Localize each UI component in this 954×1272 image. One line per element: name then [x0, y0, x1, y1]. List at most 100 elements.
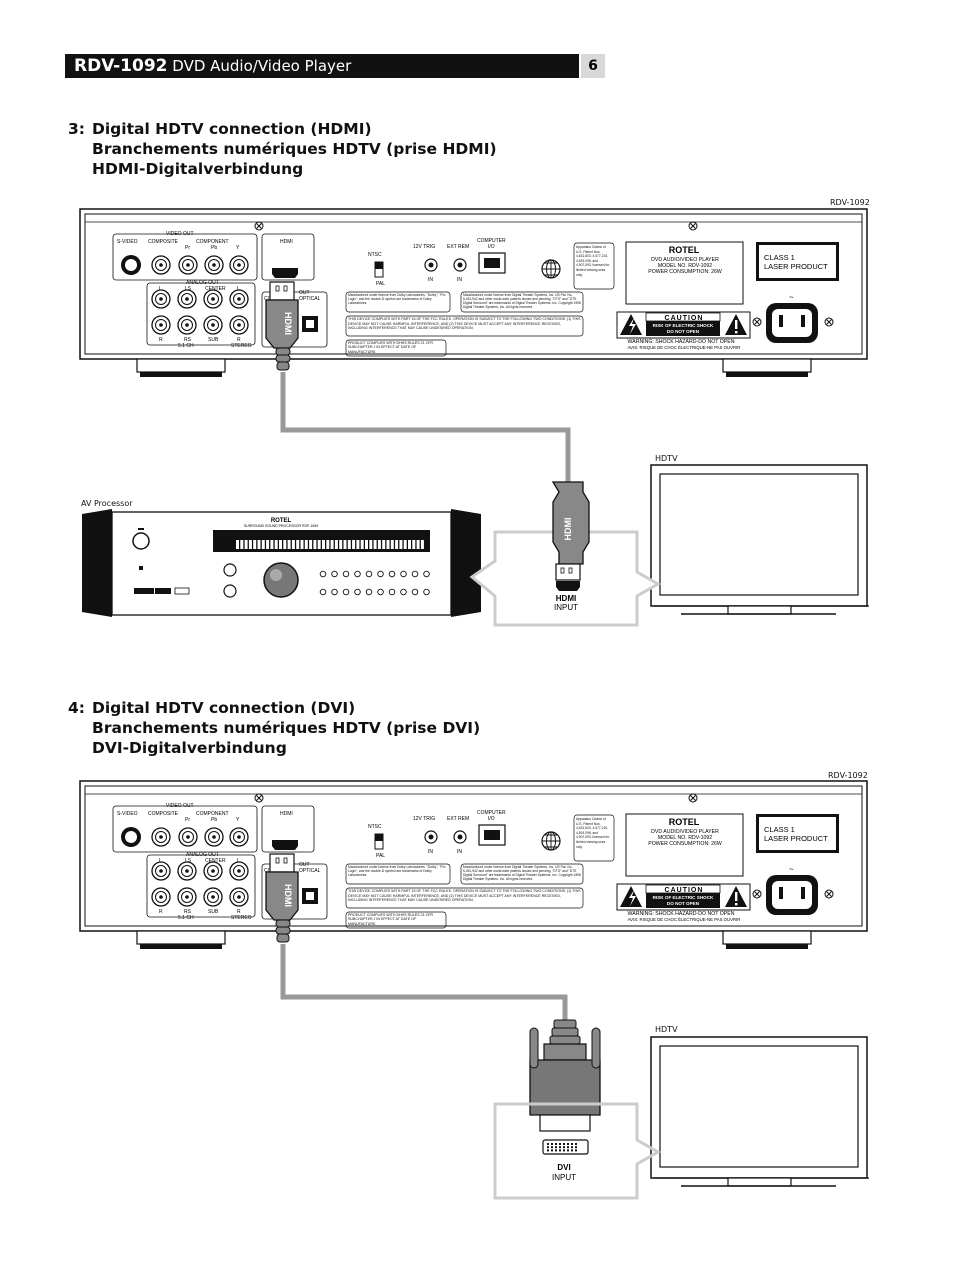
component-y-jack[interactable] [229, 255, 249, 275]
warning-line2: AVIS: RISQUE DE CHOC ÉLECTRIQUE-NE PAS O… [628, 917, 741, 922]
processor-knob-small[interactable] [223, 584, 237, 598]
dvi-pin [563, 1149, 565, 1152]
processor-button[interactable] [388, 570, 396, 578]
stereo-l-jack[interactable] [229, 289, 249, 309]
dhhs-notice: PRODUCT COMPLIES WITH DHHS RULES 21 CFR … [348, 341, 433, 354]
display-segment [296, 540, 300, 549]
composite-jack[interactable] [151, 255, 171, 275]
display-segment [365, 540, 368, 549]
io-label: I/O [488, 244, 495, 250]
svideo-label: S-VIDEO [117, 811, 138, 817]
display-segment [322, 540, 325, 549]
rating-brand: ROTEL [669, 245, 700, 255]
dvi-pin [555, 1149, 557, 1152]
video-out-label: VIDEO OUT [166, 231, 194, 237]
processor-button[interactable] [331, 570, 338, 578]
component-pb-jack[interactable] [204, 255, 224, 275]
hdmi-cable-1: HDMI [265, 281, 571, 495]
risk-line1: RISK OF ELECTRIC SHOCK [653, 323, 714, 328]
display-segment [360, 540, 364, 549]
caution-text: CAUTION [665, 315, 704, 322]
processor-power-button[interactable] [132, 532, 150, 550]
processor-button[interactable] [342, 570, 350, 578]
display-segment [304, 540, 308, 549]
analog-rs-jack[interactable] [177, 315, 197, 335]
dvi-pin [575, 1146, 577, 1149]
section3-title: 3:Digital HDTV connection (HDMI) Branche… [68, 119, 497, 179]
processor-button[interactable] [400, 570, 407, 578]
processor-button[interactable] [354, 570, 361, 578]
dvi-input-callout: DVI INPUT [493, 1102, 662, 1200]
display-segment [416, 540, 420, 549]
processor-button[interactable] [331, 588, 338, 596]
component-label: COMPONENT [196, 239, 229, 245]
processor-button[interactable] [377, 570, 384, 578]
dvi-pin [571, 1149, 573, 1152]
analog-l-jack[interactable] [151, 289, 171, 309]
optical-label: OPTICAL [299, 296, 321, 302]
display-segment [408, 540, 411, 549]
display-segment [343, 540, 347, 549]
processor-button[interactable] [319, 588, 327, 596]
dhhs-notice: PRODUCT COMPLIES WITH DHHS RULES 21 CFR … [348, 913, 433, 926]
display-segment [352, 540, 356, 549]
analog-ls-jack[interactable] [177, 289, 197, 309]
analog-center-jack[interactable] [203, 289, 223, 309]
stereo-r-jack[interactable] [229, 315, 249, 335]
display-segment [412, 540, 416, 549]
header-subtitle: DVD Audio/Video Player [172, 57, 352, 75]
display-segment [317, 540, 321, 549]
analog-out-label: ANALOG OUT [186, 852, 219, 858]
hdtv-1 [650, 464, 869, 615]
processor-button[interactable] [342, 588, 350, 596]
processor-button[interactable] [319, 570, 327, 578]
player-rear-panel-1: VIDEO OUT S-VIDEO COMPOSITE COMPONENT Pr… [79, 208, 868, 377]
hdtv-2 [650, 1036, 869, 1187]
screw-icon [254, 221, 264, 231]
processor-button[interactable] [400, 588, 407, 596]
analog-sub-jack[interactable] [203, 315, 223, 335]
hdmi-port[interactable] [272, 268, 298, 278]
processor-button[interactable] [365, 588, 373, 596]
warning-line1: WARNING: SHOCK HAZARD-DO NOT OPEN [628, 339, 735, 345]
section4-line1: Digital HDTV connection (DVI) [92, 699, 356, 717]
label-center: CENTER [205, 286, 226, 292]
class1-line1: CLASS 1 [764, 825, 795, 834]
risk-line1: RISK OF ELECTRIC SHOCK [653, 895, 714, 900]
trig-in-label: IN [428, 277, 433, 283]
tv-label-3: HDTV [655, 454, 678, 463]
extrem-label: EXT REM [447, 816, 469, 822]
processor-button[interactable] [423, 588, 430, 596]
processor-button[interactable] [388, 588, 396, 596]
rem-in-label: IN [457, 849, 462, 855]
risk-line2: DO NOT OPEN [667, 901, 700, 906]
hdmi-plug-text-1: HDMI [283, 312, 293, 335]
label-sub: SUB [208, 909, 219, 915]
analog-out-label: ANALOG OUT [186, 280, 219, 286]
processor-button[interactable] [411, 588, 419, 596]
label-l: L [159, 286, 162, 292]
processor-button[interactable] [365, 570, 373, 578]
section4-line3: DVI-Digitalverbindung [92, 739, 287, 757]
processor-button[interactable] [423, 570, 430, 578]
processor-button[interactable] [377, 588, 384, 596]
dvi-pin [547, 1146, 549, 1149]
processor-volume-knob[interactable] [263, 562, 299, 598]
hdmi-input-callout: HDMI HDMI INPUT [469, 481, 662, 627]
component-pr-jack[interactable] [178, 255, 198, 275]
patent-notice: Apparatus Claims of U.S. Patent Nos. 4,6… [576, 245, 610, 277]
ntsc-label: NTSC [368, 252, 382, 258]
processor-button[interactable] [354, 588, 361, 596]
processor-knob-small[interactable] [223, 563, 237, 577]
dvi-pin [575, 1143, 577, 1145]
label-rs: RS [184, 909, 192, 915]
trig-in-label: IN [428, 849, 433, 855]
class1-line2: LASER PRODUCT [764, 834, 828, 843]
coaxial-label: CO [264, 868, 272, 874]
processor-button[interactable] [411, 570, 419, 578]
dvi-pin [551, 1149, 553, 1152]
analog-r-jack[interactable] [151, 315, 171, 335]
hdmi-plug-text-2: HDMI [283, 884, 293, 907]
display-segment [313, 540, 317, 549]
dvi-input-line2: INPUT [552, 1173, 576, 1182]
